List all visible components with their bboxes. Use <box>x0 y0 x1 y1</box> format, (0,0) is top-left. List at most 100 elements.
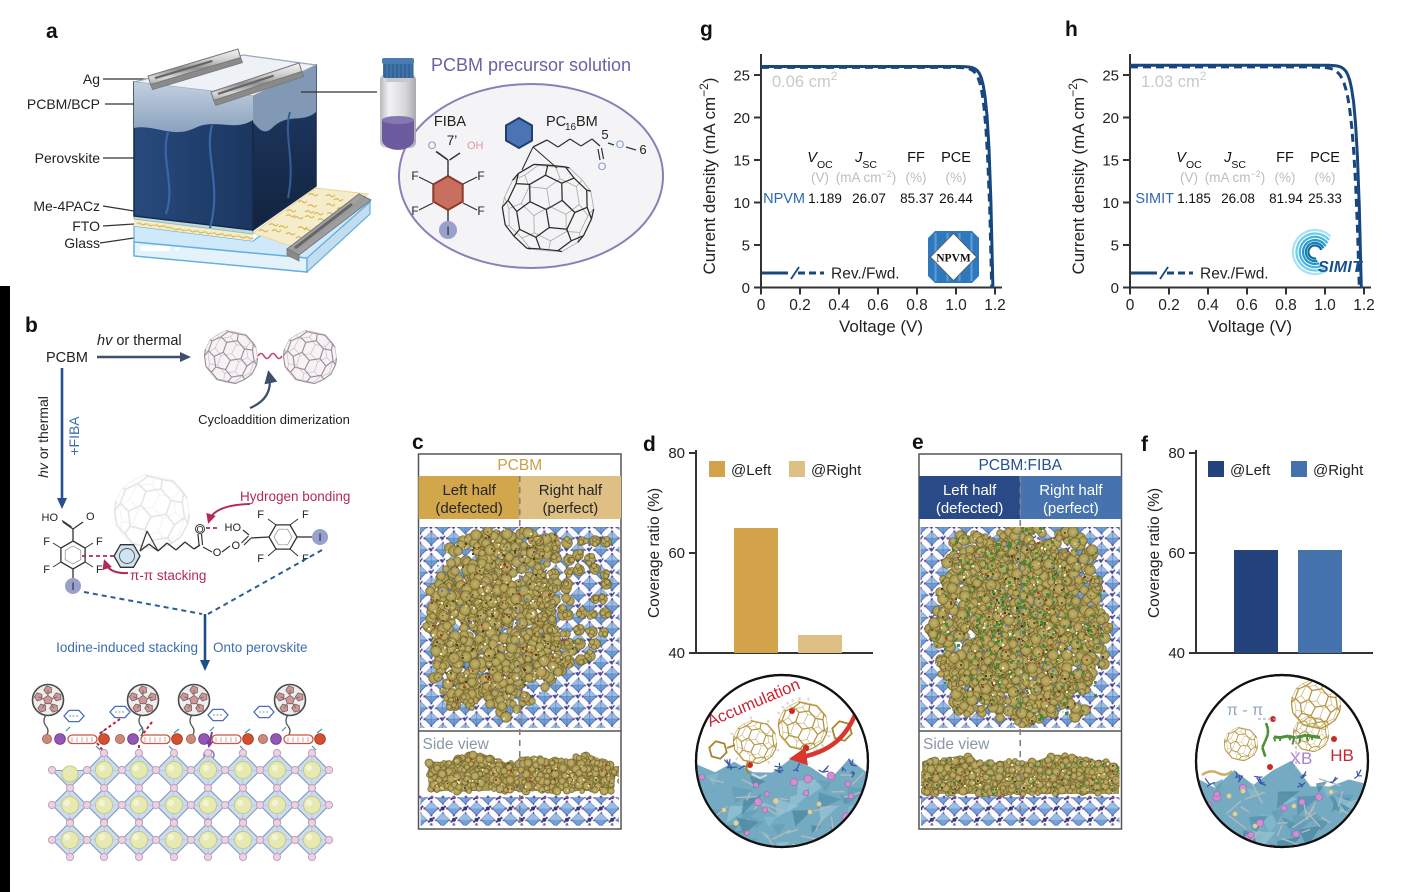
svg-text:60: 60 <box>668 545 685 562</box>
svg-text:(defected): (defected) <box>936 500 1004 517</box>
svg-text:0.4: 0.4 <box>1197 297 1219 314</box>
svg-text:I: I <box>318 532 321 544</box>
svg-text:0: 0 <box>742 280 750 297</box>
svg-text:(V): (V) <box>811 170 829 185</box>
svg-text:O: O <box>86 511 95 523</box>
svg-text:Current density (mA cm−2): Current density (mA cm−2) <box>697 78 719 275</box>
svg-text:F: F <box>257 553 264 565</box>
svg-text:25.33: 25.33 <box>1308 191 1342 206</box>
svg-text:PCBM: PCBM <box>497 457 542 474</box>
svg-text:PC: PC <box>546 114 566 130</box>
svg-text:PCBM:FIBA: PCBM:FIBA <box>978 457 1062 474</box>
svg-text:VOC: VOC <box>1176 150 1202 171</box>
svg-text:d: d <box>643 433 656 456</box>
svg-text:15: 15 <box>733 153 750 170</box>
svg-text:Hydrogen bonding: Hydrogen bonding <box>240 489 350 504</box>
svg-text:F: F <box>43 536 50 548</box>
svg-text:Right half: Right half <box>539 482 603 499</box>
svg-text:JSC: JSC <box>1223 150 1246 171</box>
svg-text:O: O <box>616 139 625 151</box>
svg-text:F: F <box>302 509 309 521</box>
svg-text:(mA cm−2): (mA cm−2) <box>836 169 897 185</box>
svg-text:e: e <box>912 431 924 454</box>
svg-text:F: F <box>43 564 50 576</box>
svg-text:15: 15 <box>1102 153 1119 170</box>
svg-text:Rev./Fwd.: Rev./Fwd. <box>1200 266 1269 283</box>
svg-text:Onto perovskite: Onto perovskite <box>213 640 308 655</box>
svg-text:20: 20 <box>1102 110 1119 127</box>
svg-text:5: 5 <box>1111 238 1119 255</box>
svg-text:FF: FF <box>907 150 925 166</box>
svg-text:SIMIT: SIMIT <box>1318 259 1363 276</box>
svg-text:O: O <box>598 161 607 173</box>
svg-text:PCBM/BCP: PCBM/BCP <box>27 96 100 112</box>
svg-text:OH: OH <box>467 140 484 152</box>
svg-text:Iodine-induced stacking: Iodine-induced stacking <box>56 640 198 655</box>
svg-text:(%): (%) <box>1315 170 1336 185</box>
svg-text:Side view: Side view <box>923 736 990 753</box>
svg-text:I: I <box>71 581 74 593</box>
svg-text:Voltage (V): Voltage (V) <box>1208 317 1292 336</box>
svg-text:6: 6 <box>639 142 646 157</box>
svg-text:@Right: @Right <box>811 462 862 479</box>
svg-text:(V): (V) <box>1180 170 1198 185</box>
svg-text:XB: XB <box>1290 749 1313 768</box>
svg-text:Left half: Left half <box>943 482 997 499</box>
svg-text:7’: 7’ <box>447 133 458 148</box>
svg-text:PCE: PCE <box>941 150 971 166</box>
svg-text:FF: FF <box>1276 150 1294 166</box>
svg-text:F: F <box>96 564 103 576</box>
svg-text:1.0: 1.0 <box>1314 297 1336 314</box>
svg-text:0.6: 0.6 <box>1236 297 1258 314</box>
svg-text:VOC: VOC <box>807 150 833 171</box>
svg-text:O: O <box>231 540 240 552</box>
svg-text:5: 5 <box>601 127 608 142</box>
svg-text:F: F <box>477 169 484 183</box>
svg-text:c: c <box>412 431 424 454</box>
svg-text:Glass: Glass <box>64 235 100 251</box>
svg-text:g: g <box>700 18 713 41</box>
svg-text:@Right: @Right <box>1313 462 1364 479</box>
svg-text:PCBM precursor solution: PCBM precursor solution <box>431 55 631 75</box>
svg-text:Cycloaddition dimerization: Cycloaddition dimerization <box>198 412 350 427</box>
svg-text:PCBM: PCBM <box>46 350 88 366</box>
svg-text:(defected): (defected) <box>435 500 503 517</box>
svg-text:(%): (%) <box>946 170 967 185</box>
svg-text:(%): (%) <box>1275 170 1296 185</box>
svg-text:NPVM: NPVM <box>936 253 971 265</box>
svg-text:+FIBA: +FIBA <box>66 416 82 456</box>
svg-text:81.94: 81.94 <box>1269 191 1303 206</box>
svg-text:16: 16 <box>565 122 577 133</box>
svg-text:0.4: 0.4 <box>828 297 850 314</box>
svg-text:Coverage ratio (%): Coverage ratio (%) <box>1146 488 1163 618</box>
svg-text:F: F <box>477 204 484 218</box>
svg-text:F: F <box>411 169 418 183</box>
svg-text:0.8: 0.8 <box>1275 297 1297 314</box>
svg-text:FTO: FTO <box>72 218 100 234</box>
svg-text:F: F <box>411 204 418 218</box>
svg-text:0: 0 <box>757 297 766 314</box>
svg-text:F: F <box>257 509 264 521</box>
svg-text:26.08: 26.08 <box>1221 191 1255 206</box>
svg-text:a: a <box>46 20 58 43</box>
svg-text:Perovskite: Perovskite <box>35 150 101 166</box>
svg-text:26.07: 26.07 <box>852 191 886 206</box>
svg-text:0.2: 0.2 <box>1158 297 1180 314</box>
svg-text:0.6: 0.6 <box>867 297 889 314</box>
svg-text:HO: HO <box>225 522 242 534</box>
svg-text:Current density (mA cm−2): Current density (mA cm−2) <box>1066 78 1088 275</box>
svg-text:1.0: 1.0 <box>945 297 967 314</box>
svg-text:Rev./Fwd.: Rev./Fwd. <box>831 266 900 283</box>
svg-text:25: 25 <box>1102 68 1119 85</box>
svg-text:10: 10 <box>1102 195 1119 212</box>
svg-text:25: 25 <box>733 68 750 85</box>
svg-text:f: f <box>1141 433 1149 456</box>
svg-text:0.06 cm2: 0.06 cm2 <box>772 69 838 91</box>
svg-text:26.44: 26.44 <box>939 191 973 206</box>
svg-text:@Left: @Left <box>731 462 772 479</box>
svg-text:(perfect): (perfect) <box>1043 500 1099 517</box>
svg-text:0.2: 0.2 <box>789 297 811 314</box>
svg-text:1.03 cm2: 1.03 cm2 <box>1141 69 1207 91</box>
svg-text:JSC: JSC <box>854 150 877 171</box>
svg-text:0: 0 <box>1111 280 1119 297</box>
